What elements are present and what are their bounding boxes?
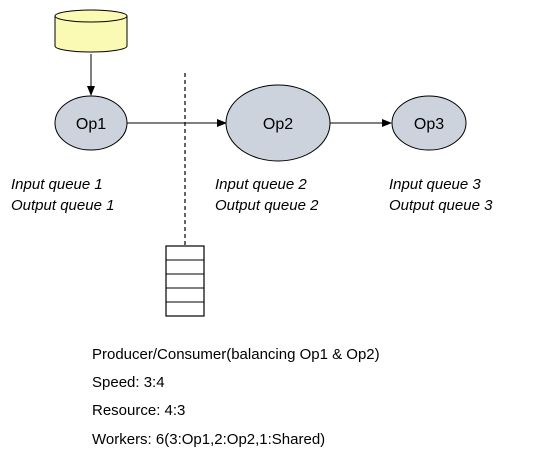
node-op2-label: Op2	[263, 116, 293, 133]
op2-output-queue-label: Output queue 2	[215, 197, 319, 214]
info-title: Producer/Consumer(balancing Op1 & Op2)	[92, 346, 380, 363]
node-op3-label: Op3	[414, 116, 444, 133]
node-op3-shape	[391, 95, 467, 151]
shared-queue-icon	[165, 245, 205, 317]
op1-input-queue-label: Input queue 1	[11, 176, 103, 193]
database-icon	[54, 9, 128, 53]
op1-output-queue-label: Output queue 1	[11, 197, 114, 214]
op3-input-queue-label: Input queue 3	[389, 176, 481, 193]
node-op1: Op1	[54, 95, 128, 151]
info-workers: Workers: 6(3:Op1,2:Op2,1:Shared)	[92, 431, 325, 448]
op2-input-queue-label: Input queue 2	[215, 176, 307, 193]
node-op3: Op3	[391, 95, 467, 151]
info-speed: Speed: 3:4	[92, 374, 165, 391]
node-op1-label: Op1	[76, 116, 106, 133]
info-resource: Resource: 4:3	[92, 402, 185, 419]
op3-output-queue-label: Output queue 3	[389, 197, 493, 214]
node-op2: Op2	[225, 84, 331, 162]
